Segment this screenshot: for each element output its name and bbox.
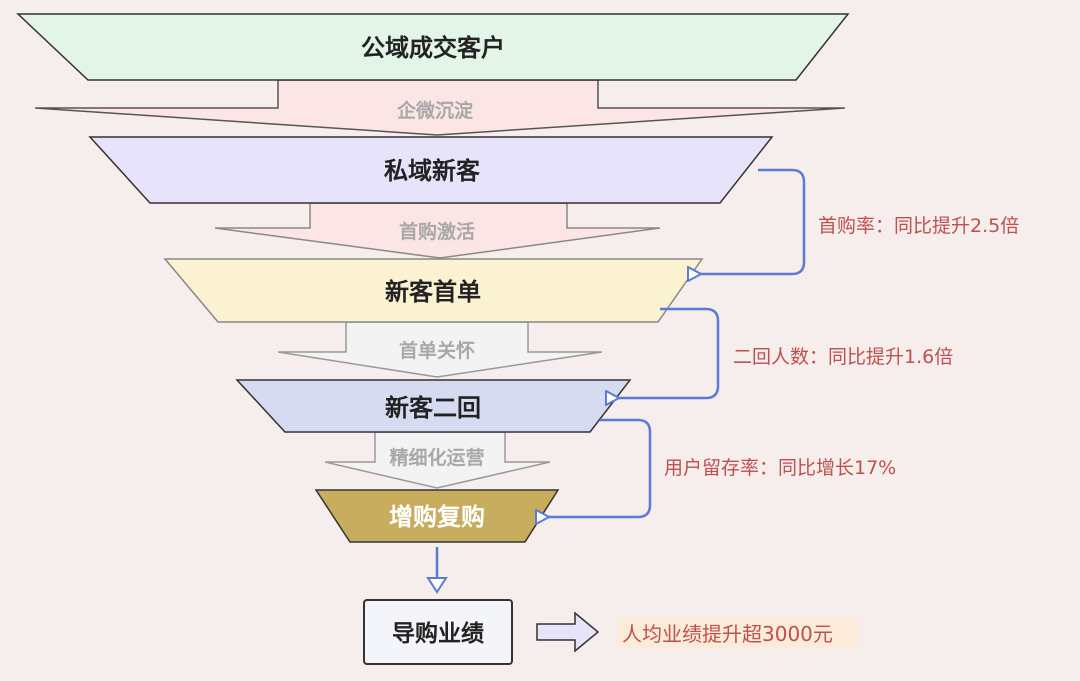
performance-label: 导购业绩 [392, 620, 484, 647]
transition-label-2: 首购激活 [399, 220, 475, 243]
metric-label-3: 用户留存率：同比增长17% [664, 457, 896, 479]
transition-label-4: 精细化运营 [389, 446, 484, 469]
funnel-stage-2: 私域新客 [88, 136, 774, 204]
metric-connector-1 [700, 168, 806, 274]
transition-label-3: 首单关怀 [399, 339, 475, 362]
result-label: 人均业绩提升超3000元 [622, 622, 833, 646]
transition-label-1: 企微沉淀 [396, 99, 474, 122]
down-arrow-icon [426, 547, 448, 594]
stage-label-3: 新客首单 [385, 278, 481, 306]
metric-connector-3 [548, 418, 652, 517]
stage-label-4: 新客二回 [385, 394, 481, 422]
metric-connector-2 [618, 307, 720, 398]
performance-box: 导购业绩 [363, 599, 513, 665]
right-arrow-icon [536, 611, 600, 653]
funnel-stage-4: 新客二回 [235, 379, 632, 433]
funnel-stage-1: 公域成交客户 [16, 13, 850, 81]
result-highlight [618, 617, 858, 649]
stage-label-1: 公域成交客户 [361, 34, 505, 62]
metric-label-2: 二回人数：同比提升1.6倍 [733, 346, 953, 368]
transition-arrow-3: 首单关怀 [277, 321, 603, 378]
transition-arrow-4: 精细化运营 [324, 431, 551, 489]
transition-arrow-1: 企微沉淀 [34, 79, 846, 136]
stage-label-2: 私域新客 [384, 157, 481, 185]
funnel-stage-5: 增购复购 [314, 489, 560, 543]
stage-label-5: 增购复购 [389, 503, 485, 531]
transition-arrow-2: 首购激活 [214, 202, 661, 259]
funnel-stage-3: 新客首单 [163, 258, 704, 323]
metric-label-1: 首购率：同比提升2.5倍 [818, 215, 1019, 237]
